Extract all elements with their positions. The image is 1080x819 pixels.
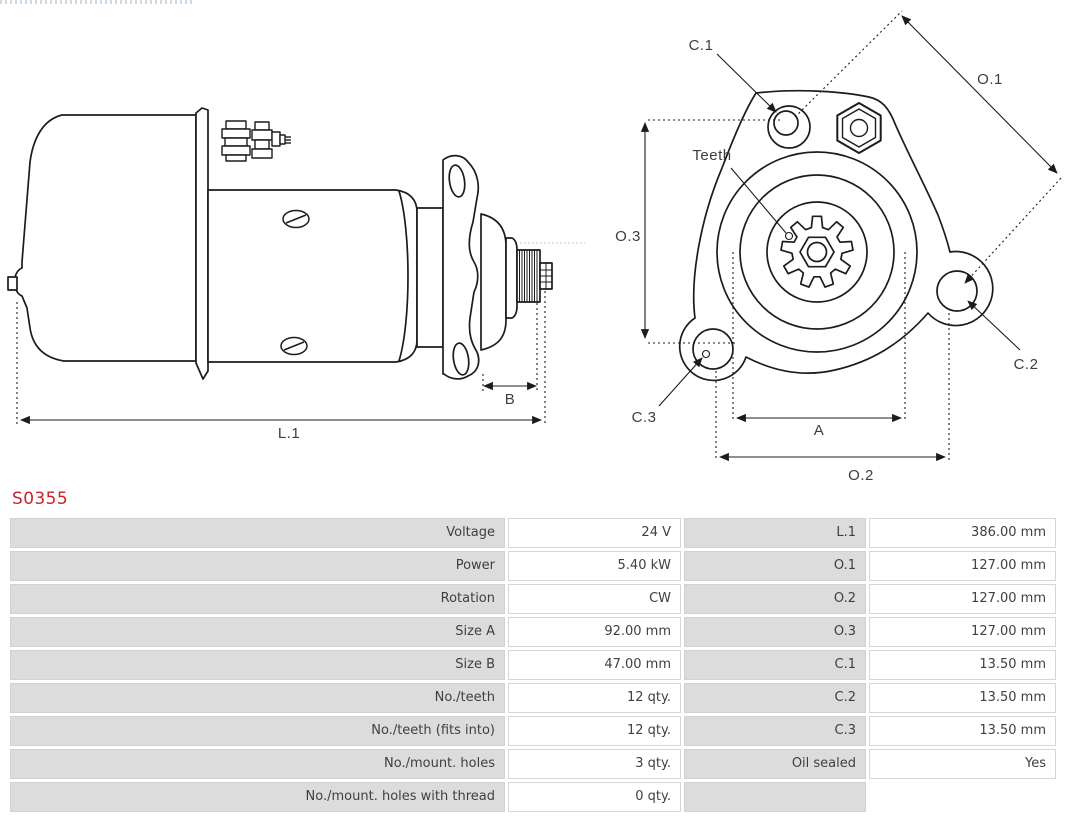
front-view-dimensions xyxy=(640,10,1062,462)
dim-a-label: A xyxy=(814,422,825,439)
spec-value: 5.40 kW xyxy=(508,551,681,581)
dim-c1-label: C.1 xyxy=(689,37,714,54)
hole-c1-inner xyxy=(773,110,799,136)
spec-value2: Yes xyxy=(869,749,1056,779)
spec-label2: Oil sealed xyxy=(684,749,866,779)
end-plate xyxy=(195,107,209,380)
hole-c3 xyxy=(692,328,734,370)
spec-value: 12 qty. xyxy=(508,716,681,746)
motor-body xyxy=(13,114,197,362)
drive-housing-rim xyxy=(398,190,409,362)
spec-value2: 127.00 mm xyxy=(869,617,1056,647)
spec-label: No./teeth (fits into) xyxy=(10,716,505,746)
leader-teeth-dot xyxy=(784,231,794,241)
spec-value2: 13.50 mm xyxy=(869,683,1056,713)
spec-value: CW xyxy=(508,584,681,614)
screw-bottom xyxy=(280,336,308,356)
spec-label: Power xyxy=(10,551,505,581)
side-view-dimensions xyxy=(16,291,546,426)
spec-label2: O.3 xyxy=(684,617,866,647)
spec-label: Size B xyxy=(10,650,505,680)
dim-o2-label: O.2 xyxy=(848,467,874,484)
spec-label2: L.1 xyxy=(684,518,866,548)
spline-hatching xyxy=(519,250,538,302)
scan-artifact xyxy=(0,0,193,4)
spec-label: Voltage xyxy=(10,518,505,548)
spec-value: 47.00 mm xyxy=(508,650,681,680)
teeth-label: Teeth xyxy=(692,147,731,164)
spec-value2: 127.00 mm xyxy=(869,584,1056,614)
hex-bolt xyxy=(836,102,882,154)
screw-top xyxy=(282,209,310,229)
front-view xyxy=(678,89,994,382)
bearing-boss xyxy=(480,213,507,351)
spec-label: No./teeth xyxy=(10,683,505,713)
spec-label: No./mount. holes xyxy=(10,749,505,779)
leader-teeth xyxy=(730,167,787,234)
dim-l1-label: L.1 xyxy=(278,425,300,442)
spec-label2: C.1 xyxy=(684,650,866,680)
bearing-boss-step xyxy=(505,237,518,319)
leader-c2 xyxy=(967,300,1021,351)
hole-c2 xyxy=(936,270,978,312)
spec-label2: O.2 xyxy=(684,584,866,614)
leader-c3-dot xyxy=(701,349,711,359)
spec-label2: C.2 xyxy=(684,683,866,713)
spec-label: No./mount. holes with thread xyxy=(10,782,505,812)
leader-c3 xyxy=(658,357,703,407)
spec-label: Size A xyxy=(10,617,505,647)
spec-value: 0 qty. xyxy=(508,782,681,812)
product-code: S0355 xyxy=(12,489,69,509)
shaft-tip-lines xyxy=(540,263,552,289)
dim-b-label: B xyxy=(505,391,516,408)
dim-c2-label: C.2 xyxy=(1014,356,1039,373)
spec-label2: O.1 xyxy=(684,551,866,581)
drive-housing xyxy=(207,189,418,363)
flange-hole-bottom xyxy=(452,342,470,376)
dim-c3-label: C.3 xyxy=(632,409,657,426)
dim-o1-ext-bottom xyxy=(964,177,1062,284)
spec-value: 12 qty. xyxy=(508,683,681,713)
neck xyxy=(416,207,444,348)
dim-o1-label: O.1 xyxy=(977,71,1003,88)
dim-o1-ext-top xyxy=(794,10,903,118)
spec-value2: 127.00 mm xyxy=(869,551,1056,581)
leader-c1 xyxy=(716,53,777,113)
spec-value: 92.00 mm xyxy=(508,617,681,647)
spec-value2: 13.50 mm xyxy=(869,650,1056,680)
side-view xyxy=(7,107,585,380)
spec-label2: C.3 xyxy=(684,716,866,746)
shaft-center xyxy=(806,241,828,263)
spec-value2: 13.50 mm xyxy=(869,716,1056,746)
mounting-flange-side xyxy=(442,154,480,380)
starter-motor-technical-drawing: B L.1 xyxy=(7,10,1062,484)
spec-value: 3 qty. xyxy=(508,749,681,779)
flange-hole-top xyxy=(448,164,466,198)
spec-table: Voltage 24 V L.1 386.00 mm Power 5.40 kW… xyxy=(10,518,1056,812)
spec-value2-empty xyxy=(869,782,1056,812)
dim-o3-label: O.3 xyxy=(615,228,641,245)
dim-o1-arrow xyxy=(901,15,1058,174)
spec-value2: 386.00 mm xyxy=(869,518,1056,548)
spec-value: 24 V xyxy=(508,518,681,548)
spec-label2 xyxy=(684,782,866,812)
motor-body-lug xyxy=(7,276,18,291)
terminal-bolts xyxy=(221,120,291,162)
spec-label: Rotation xyxy=(10,584,505,614)
